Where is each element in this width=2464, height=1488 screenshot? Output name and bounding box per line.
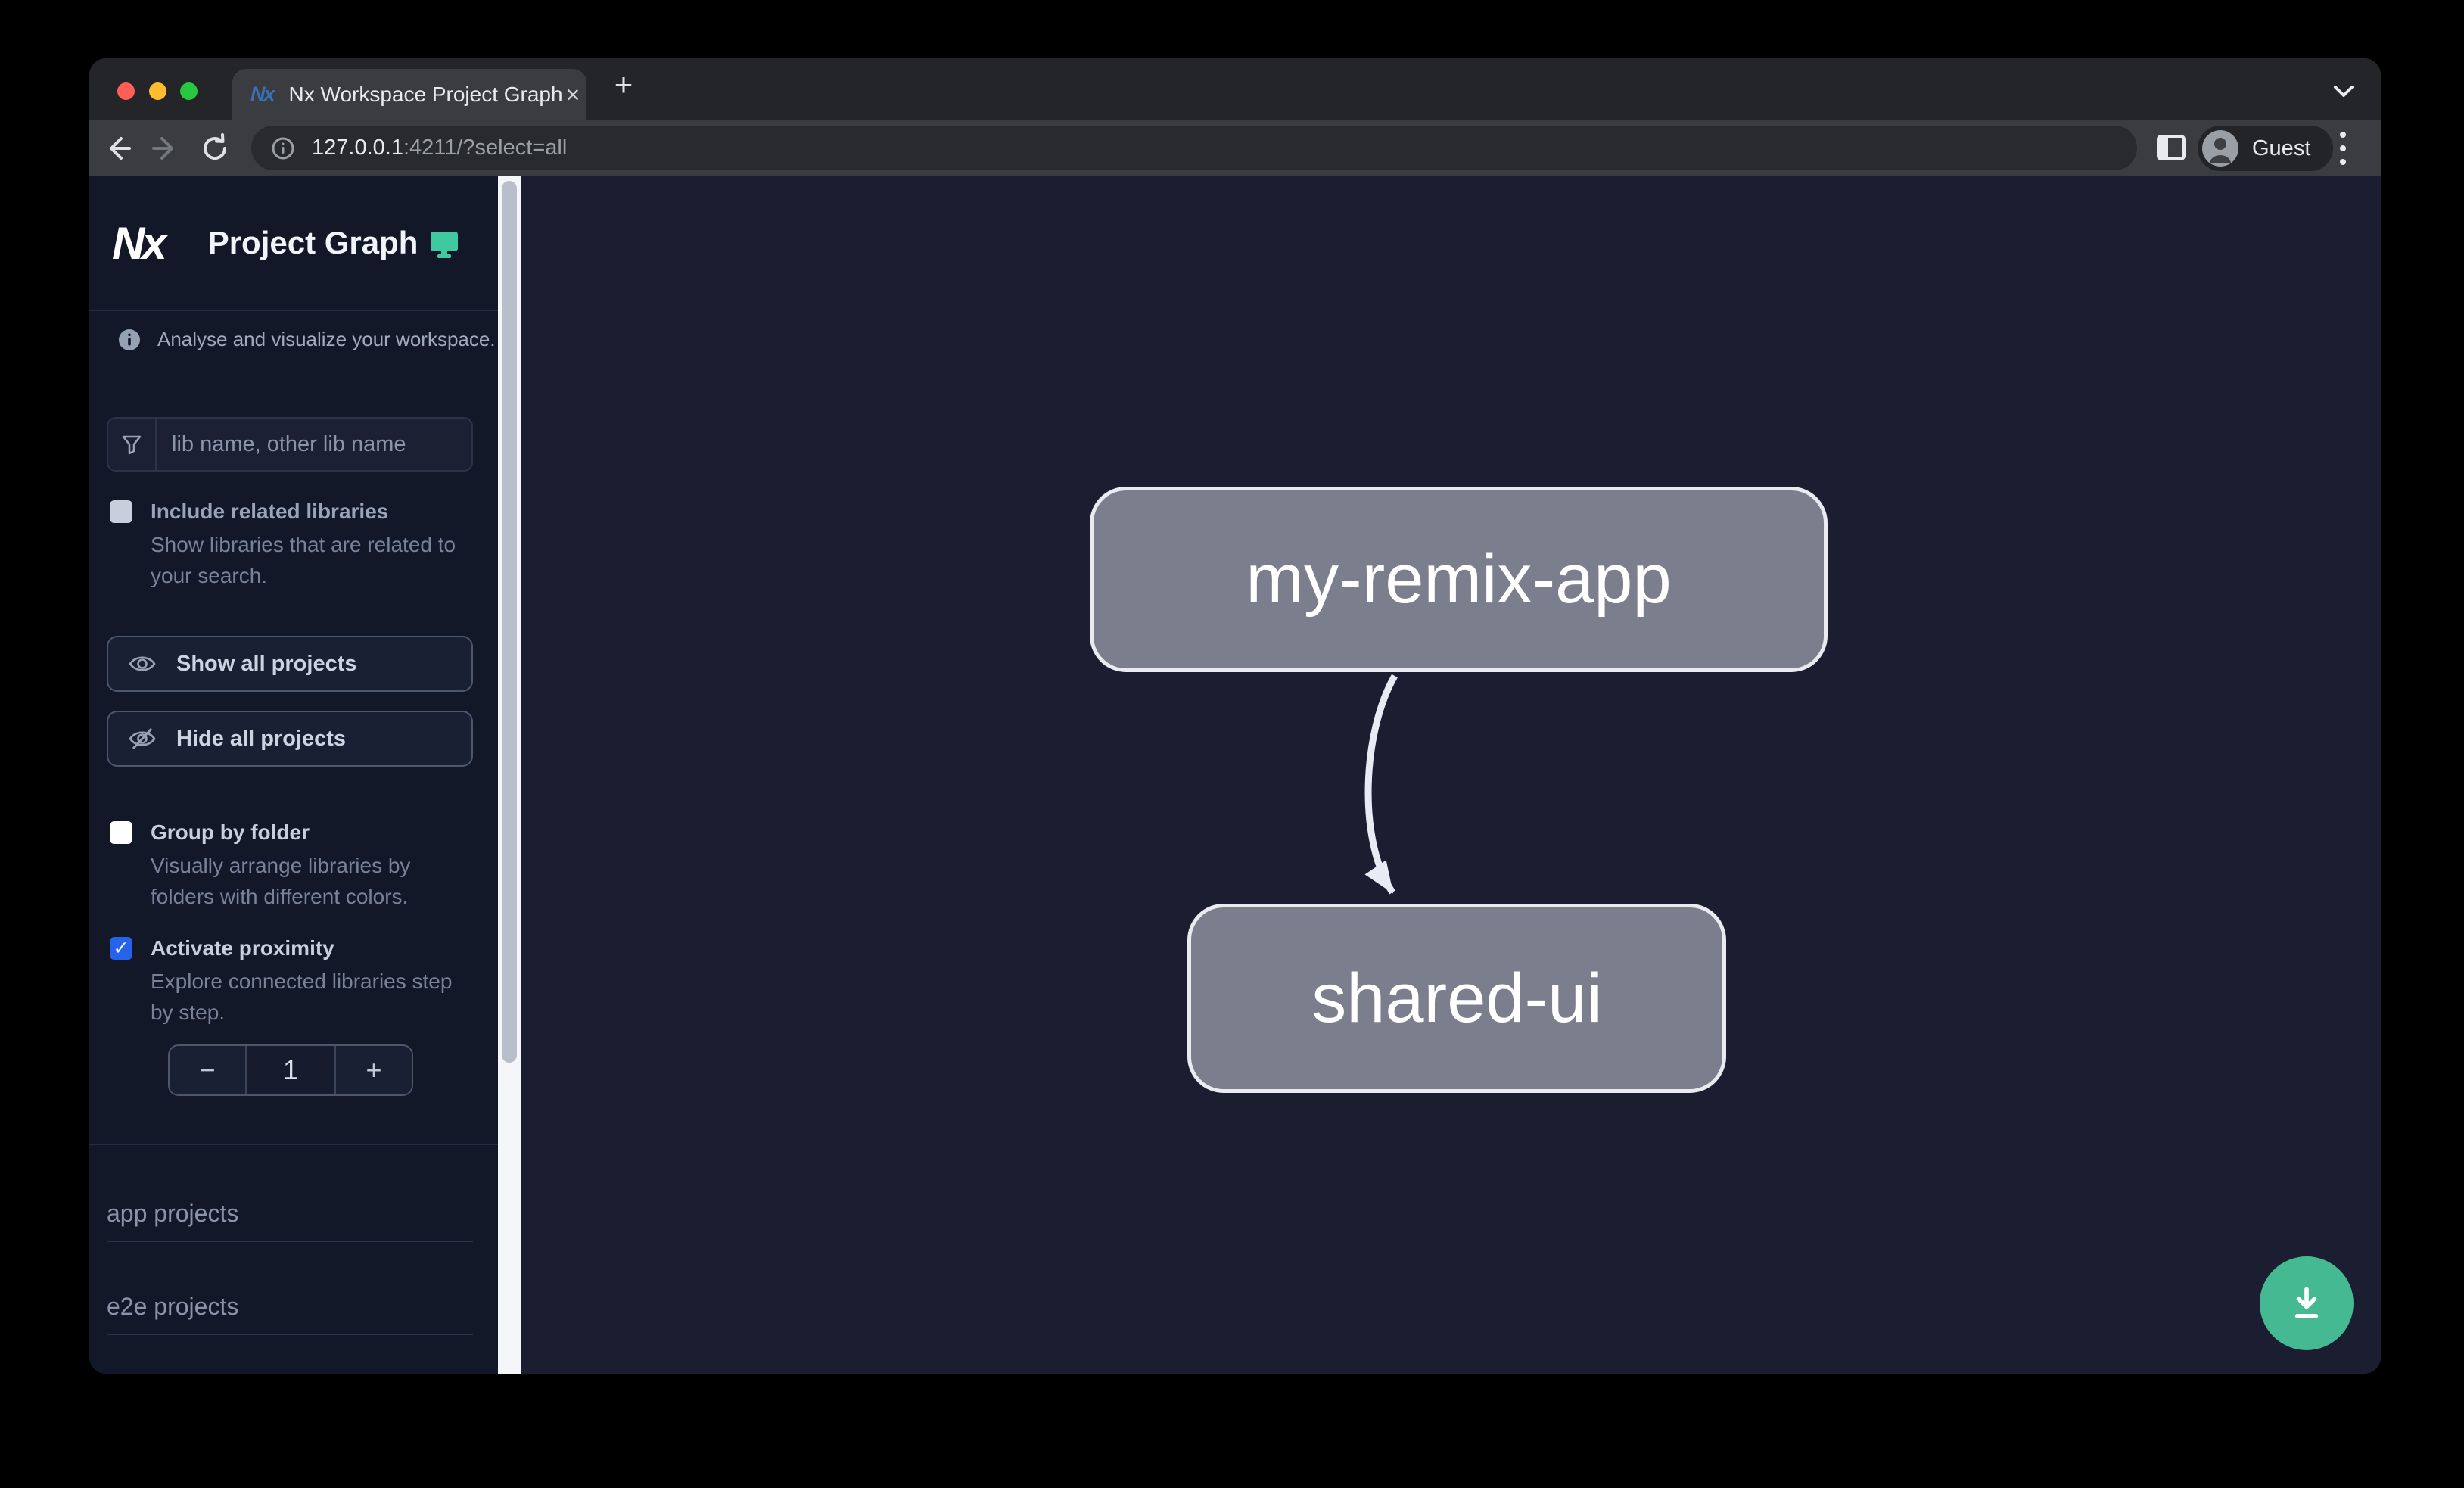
scrollbar-thumb[interactable]	[502, 181, 517, 1063]
proximity-stepper: − 1 +	[168, 1044, 413, 1096]
profile-button[interactable]: Guest	[2198, 126, 2334, 171]
url-text: 127.0.0.1:4211/?select=all	[312, 135, 568, 160]
graph-node-shared-ui[interactable]: shared-ui	[1187, 904, 1726, 1093]
tab-title: Nx Workspace Project Graph	[288, 82, 563, 106]
include-related-label: Include related libraries	[151, 500, 389, 523]
tab-close-icon[interactable]: ×	[565, 80, 580, 108]
tab-search-chevron-icon[interactable]	[2331, 84, 2357, 99]
show-all-projects-button[interactable]: Show all projects	[107, 636, 473, 692]
dependency-edge	[1364, 674, 1398, 895]
profile-label: Guest	[2252, 135, 2311, 160]
site-info-icon[interactable]	[271, 136, 295, 160]
reload-icon[interactable]	[198, 131, 232, 166]
avatar-icon	[2202, 130, 2238, 167]
eye-icon	[129, 656, 156, 671]
filter-box	[107, 417, 473, 472]
include-related-row: Include related libraries Show libraries…	[110, 500, 478, 599]
back-icon[interactable]	[101, 131, 135, 166]
activate-proximity-checkbox[interactable]	[110, 937, 132, 960]
browser-window: Nx Nx Workspace Project Graph × +	[89, 58, 2381, 1374]
group-by-folder-checkbox[interactable]	[110, 821, 132, 844]
filter-input[interactable]	[157, 419, 472, 470]
include-related-checkbox[interactable]	[110, 500, 132, 523]
eye-off-icon	[129, 727, 156, 750]
hide-all-projects-button[interactable]: Hide all projects	[107, 711, 473, 767]
theme-monitor-icon[interactable]	[427, 226, 462, 260]
tab-nx-workspace-project-graph[interactable]: Nx Nx Workspace Project Graph ×	[232, 69, 586, 120]
show-all-projects-label: Show all projects	[176, 651, 357, 676]
tagline-text: Analyse and visualize your workspace.	[157, 328, 496, 350]
proximity-increment-button[interactable]: +	[336, 1046, 412, 1094]
graph-node-my-remix-app[interactable]: my-remix-app	[1090, 487, 1828, 672]
forward-icon[interactable]	[148, 131, 182, 166]
tagline-row: Analyse and visualize your workspace.	[118, 328, 496, 351]
page-title: Project Graph	[207, 225, 418, 260]
proximity-decrement-button[interactable]: −	[170, 1046, 245, 1094]
url-bar[interactable]: 127.0.0.1:4211/?select=all	[251, 126, 2137, 170]
new-tab-button[interactable]: +	[614, 67, 633, 102]
activate-proximity-label: Activate proximity	[151, 936, 334, 960]
sidebar-scrollbar[interactable]	[498, 176, 521, 1374]
download-icon	[2294, 1287, 2319, 1318]
group-by-folder-label: Group by folder	[151, 820, 310, 844]
group-by-folder-row: Group by folder Visually arrange librari…	[110, 821, 478, 920]
sidebar-divider	[89, 1144, 498, 1145]
browser-toolbar: 127.0.0.1:4211/?select=all Guest	[89, 120, 2381, 176]
page-content: Nx Project Graph Analyse and visualize y…	[89, 176, 2381, 1374]
proximity-value: 1	[245, 1046, 336, 1094]
close-window-button[interactable]	[117, 82, 135, 100]
download-graph-button[interactable]	[2260, 1256, 2354, 1350]
activate-proximity-description: Explore connected libraries step by step…	[151, 970, 453, 1024]
sidebar-header: Nx Project Graph	[89, 176, 498, 311]
section-e2e-projects: e2e projects	[107, 1293, 473, 1335]
info-icon	[119, 328, 140, 350]
minimize-window-button[interactable]	[149, 82, 166, 100]
graph-canvas[interactable]: my-remix-app shared-ui	[521, 176, 2381, 1374]
filter-funnel-icon	[108, 419, 157, 470]
nx-favicon-icon: Nx	[250, 82, 275, 105]
section-app-projects: app projects	[107, 1200, 473, 1242]
include-related-description: Show libraries that are related to your …	[151, 533, 456, 587]
activate-proximity-row: Activate proximity Explore connected lib…	[110, 937, 478, 1035]
zoom-window-button[interactable]	[180, 82, 198, 100]
tab-strip: Nx Nx Workspace Project Graph × +	[89, 58, 2381, 120]
hide-all-projects-label: Hide all projects	[176, 726, 347, 751]
group-by-folder-description: Visually arrange libraries by folders wi…	[151, 854, 411, 908]
sidebar: Nx Project Graph Analyse and visualize y…	[89, 176, 498, 1374]
side-panel-icon[interactable]	[2157, 135, 2186, 160]
browser-menu-icon[interactable]	[2338, 132, 2347, 165]
nx-logo: Nx	[112, 217, 167, 269]
